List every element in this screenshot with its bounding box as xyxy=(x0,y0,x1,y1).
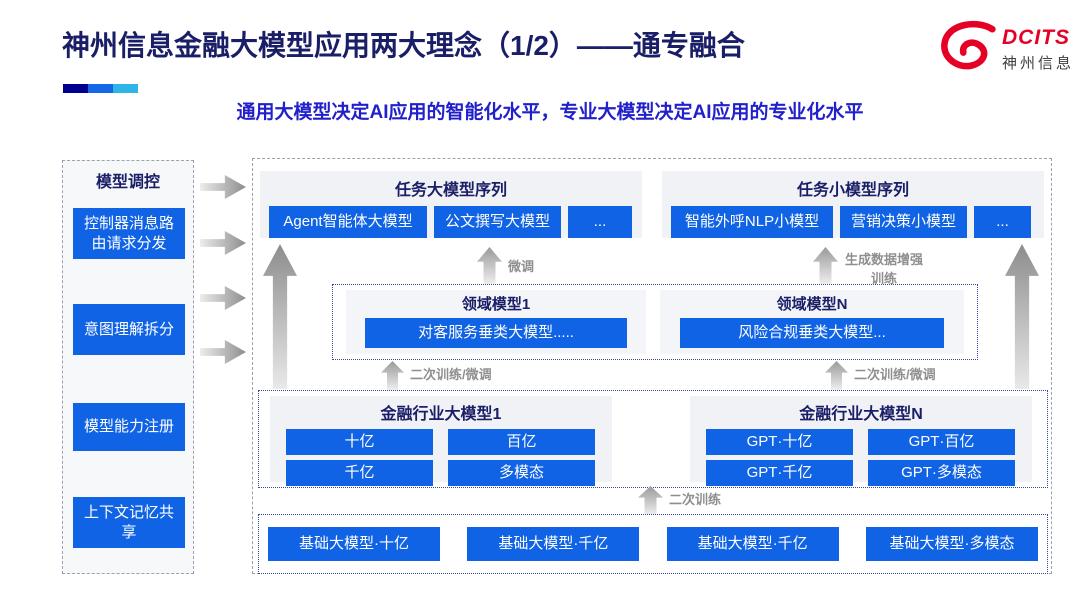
sidebar-item-controller-routing: 控制器消息路由请求分发 xyxy=(73,208,185,259)
model-box-gpt-multimodal: GPT·多模态 xyxy=(868,460,1015,486)
arrow-label-secondary-right: 二次训练/微调 xyxy=(854,367,936,382)
model-box-gpt-1b: GPT·十亿 xyxy=(706,429,853,455)
accent-segment xyxy=(63,84,88,93)
model-control-panel: 模型调控 控制器消息路由请求分发 意图理解拆分 模型能力注册 上下文记忆共享 xyxy=(62,160,194,574)
arrow-label-gen-data-train: 生成数据增强训练 xyxy=(844,252,923,286)
arrow-label-secondary-left: 二次训练/微调 xyxy=(410,367,492,382)
model-box-more: ... xyxy=(974,206,1031,238)
group-title: 任务大模型序列 xyxy=(394,182,507,199)
model-box-base-multimodal: 基础大模型·多模态 xyxy=(865,527,1038,561)
model-box-more: ... xyxy=(568,206,632,238)
flow-arrow-right-icon xyxy=(200,286,246,310)
task-small-model-group: 任务小模型序列 智能外呼NLP小模型 营销决策小模型 ... xyxy=(662,171,1044,238)
model-box-gpt-10b: GPT·百亿 xyxy=(868,429,1015,455)
logo-brand-text: DCITS xyxy=(1002,26,1070,49)
model-box-base-100b-2: 基础大模型·千亿 xyxy=(666,527,839,561)
group-title: 领域模型1 xyxy=(461,296,531,313)
model-box-base-100b: 基础大模型·千亿 xyxy=(467,527,640,561)
task-large-model-group: 任务大模型序列 Agent智能体大模型 公文撰写大模型 ... xyxy=(260,171,642,238)
group-title: 金融行业大模型N xyxy=(799,406,923,423)
page-title: 神州信息金融大模型应用两大理念（1/2）——通专融合 xyxy=(62,30,745,61)
flow-arrow-right-icon xyxy=(200,231,246,255)
accent-segment xyxy=(113,84,138,93)
logo-brand-cn-text: 神州信息 xyxy=(1002,55,1075,72)
model-box-100b: 千亿 xyxy=(286,460,433,486)
model-box-10b: 百亿 xyxy=(448,429,595,455)
group-title: 金融行业大模型1 xyxy=(380,406,502,423)
group-title: 任务小模型序列 xyxy=(796,182,909,199)
dcits-logo: DCITS 神州信息 xyxy=(938,20,1074,79)
model-box-risk-compliance: 风险合规垂类大模型... xyxy=(680,318,944,348)
model-box-outbound-nlp: 智能外呼NLP小模型 xyxy=(671,206,833,238)
sidebar-item-capability-register: 模型能力注册 xyxy=(73,403,185,451)
flow-arrow-right-icon xyxy=(200,175,246,199)
title-accent-bar xyxy=(63,84,138,93)
sidebar-title: 模型调控 xyxy=(95,174,160,191)
model-box-agent-llm: Agent智能体大模型 xyxy=(269,206,427,238)
model-box-marketing: 营销决策小模型 xyxy=(840,206,967,238)
industry-model-group-n: 金融行业大模型N GPT·十亿 GPT·百亿 GPT·千亿 GPT·多模态 xyxy=(690,396,1032,486)
model-box-doc-writing: 公文撰写大模型 xyxy=(434,206,561,238)
domain-model-group-1: 领域模型1 对客服务垂类大模型..... xyxy=(346,290,646,354)
accent-segment xyxy=(88,84,113,93)
model-box-gpt-100b: GPT·千亿 xyxy=(706,460,853,486)
domain-model-group-n: 领域模型N 风险合规垂类大模型... xyxy=(660,290,964,354)
arrow-label-secondary-train: 二次训练 xyxy=(669,492,722,507)
group-title: 领域模型N xyxy=(776,296,848,313)
model-box-1b: 十亿 xyxy=(286,429,433,455)
model-box-base-1b: 基础大模型·十亿 xyxy=(268,527,440,561)
dcits-swirl-icon xyxy=(938,20,998,79)
model-box-multimodal: 多模态 xyxy=(448,460,595,486)
slide-subtitle: 通用大模型决定AI应用的智能化水平，专业大模型决定AI应用的专业化水平 xyxy=(236,102,864,123)
arrow-label-fine-tune: 微调 xyxy=(508,259,535,274)
flow-arrow-right-icon xyxy=(200,340,246,364)
industry-model-group-1: 金融行业大模型1 十亿 百亿 千亿 多模态 xyxy=(270,396,612,486)
sidebar-item-intent-split: 意图理解拆分 xyxy=(73,304,185,355)
foundation-model-box: 基础大模型·十亿 基础大模型·千亿 基础大模型·千亿 基础大模型·多模态 xyxy=(258,514,1048,574)
model-box-customer-service: 对客服务垂类大模型..... xyxy=(365,318,627,348)
sidebar-item-context-memory: 上下文记忆共享 xyxy=(73,497,185,548)
